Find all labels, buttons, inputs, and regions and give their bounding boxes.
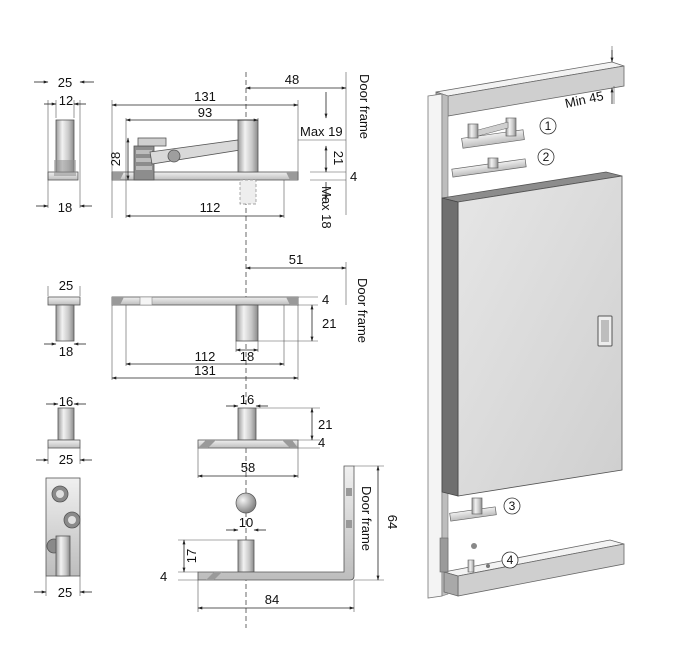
callout-4-label: 4 — [507, 553, 514, 567]
dim-58: 58 — [241, 460, 255, 475]
dim-21-top: 21 — [331, 151, 346, 165]
dim-16-side: 16 — [59, 394, 73, 409]
dim-10: 10 — [239, 515, 253, 530]
l-bracket — [197, 465, 355, 581]
bottom-pivot-side-plate — [47, 296, 81, 306]
dim-25-low: 25 — [59, 452, 73, 467]
dim-18-mid-front: 18 — [240, 349, 254, 364]
door-panel-edge — [441, 197, 459, 497]
dim-25-bottom: 25 — [58, 585, 72, 600]
dim-17: 17 — [184, 549, 199, 563]
dim-84: 84 — [265, 592, 279, 607]
dim-18-top: 18 — [58, 200, 72, 215]
frame-post-front — [427, 93, 443, 599]
dim-4-low: 4 — [318, 435, 325, 450]
l-bracket-pin — [237, 539, 255, 573]
callout-2-label: 2 — [543, 150, 550, 164]
dim-25-top: 25 — [58, 75, 72, 90]
dim-48: 48 — [285, 72, 299, 87]
dim-4-mid: 4 — [322, 292, 329, 307]
callout-2 — [537, 148, 555, 166]
bottom-pivot-side-view — [47, 286, 81, 342]
floor-pin-side-cylinder — [57, 407, 75, 441]
bracket-plate-view — [45, 477, 81, 596]
dim-28: 28 — [108, 152, 123, 166]
bottom-pivot-front-cylinder — [235, 304, 259, 342]
dim-112-mid: 112 — [195, 349, 216, 364]
door-frame-label-top: Door frame — [357, 74, 372, 139]
callout-3 — [503, 497, 521, 515]
dim-51: 51 — [289, 252, 303, 267]
dim-18-mid: 18 — [59, 344, 73, 359]
callout-1 — [539, 117, 557, 135]
dim-112-top: 112 — [200, 200, 221, 215]
bracket-pin — [55, 535, 71, 577]
dim-93: 93 — [198, 105, 212, 120]
dim-131-mid: 131 — [194, 363, 216, 378]
dim-21-mid: 21 — [322, 316, 336, 331]
door-frame-label-bottom: Door frame — [359, 486, 374, 551]
dim-131-top: 131 — [194, 89, 216, 104]
bottom-pivot-side-cylinder — [55, 304, 75, 342]
top-pivot-cylinder — [237, 119, 259, 173]
dim-4-bottom: 4 — [160, 569, 167, 584]
top-pivot-side-view — [47, 100, 81, 208]
floor-pin-front-plate — [197, 439, 299, 449]
dim-4-top: 4 — [350, 169, 357, 184]
floor-pin-side-plate — [47, 439, 81, 449]
ball-bearing — [235, 492, 257, 514]
door-assembly-view: Min 45 1 2 3 4 — [427, 46, 625, 599]
dim-16-front: 16 — [240, 392, 254, 407]
door-panel-front — [457, 175, 623, 497]
dim-25-mid: 25 — [59, 278, 73, 293]
max-19-label: Max 19 — [300, 124, 343, 139]
floor-pin-front-cylinder — [237, 407, 257, 441]
door-frame-label-mid: Door frame — [355, 278, 370, 343]
bottom-pivot-front-view — [111, 296, 299, 380]
callout-3-label: 3 — [509, 499, 516, 513]
callout-1-label: 1 — [545, 119, 552, 133]
dim-21-low: 21 — [318, 417, 332, 432]
floor-pin-front-view — [197, 407, 320, 478]
l-bracket-view — [178, 465, 384, 612]
top-pivot-front-view — [111, 100, 299, 218]
dim-64: 64 — [385, 515, 400, 529]
callout-4 — [501, 551, 519, 569]
max-18-label: Max 18 — [319, 186, 334, 229]
dim-12: 12 — [59, 93, 73, 108]
